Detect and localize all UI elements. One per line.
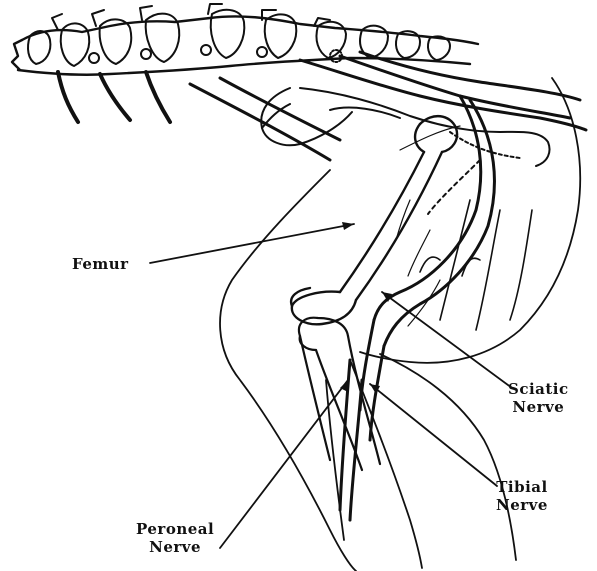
nerves [190, 52, 586, 520]
tibia-bone [299, 318, 380, 470]
peroneal-leader [220, 380, 348, 548]
femur-leader [150, 224, 354, 263]
vertebrae [28, 4, 450, 66]
peroneal-nerve-label: Peroneal Nerve [136, 520, 214, 556]
femur-label: Femur [72, 255, 129, 273]
tibial-leader [370, 384, 497, 486]
sciatic-leader [382, 292, 512, 388]
thin-nerve-branches [396, 126, 460, 326]
tibial-nerve-label: Tibial Nerve [496, 478, 548, 514]
spinal-nerve-roots [58, 72, 170, 122]
sciatic-nerve-label: Sciatic Nerve [508, 380, 569, 416]
thigh-muscles [420, 200, 532, 330]
